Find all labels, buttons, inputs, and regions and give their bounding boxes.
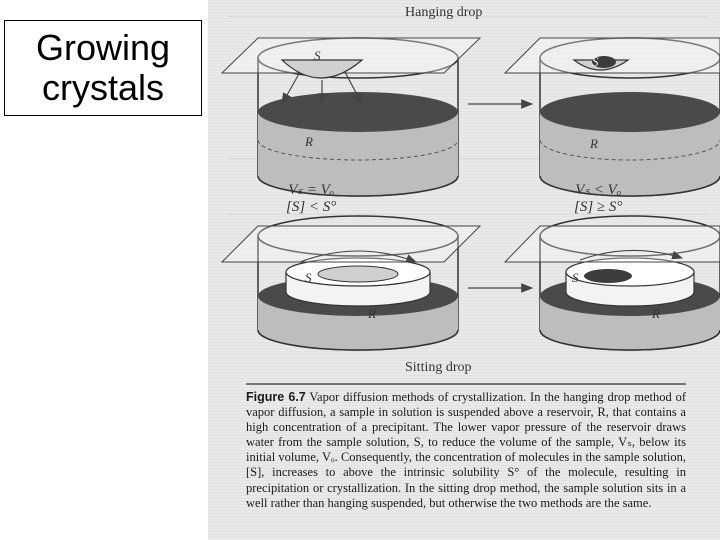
sample-label: S <box>314 48 321 63</box>
sitting-drop-label: Sitting drop <box>405 360 472 375</box>
sitting-drop-initial <box>220 215 482 351</box>
reservoir-label: R <box>652 306 660 321</box>
caption-heading: Figure 6.7 <box>246 390 306 404</box>
sitting-drop-final <box>503 215 720 351</box>
slide-title-line-1: Growing <box>35 27 171 68</box>
concentration-condition: [S] < S° <box>286 199 337 215</box>
initial-condition: Vₛ = Vₒ [S] < S° <box>286 182 336 216</box>
figure-caption: Figure 6.7 Vapor diffusion methods of cr… <box>246 390 686 511</box>
slide-title-line-2: crystals <box>41 67 164 108</box>
caption-text: Vapor diffusion methods of crystallizati… <box>246 390 687 510</box>
concentration-condition: [S] ≥ S° <box>574 199 623 215</box>
bleed-through-line <box>228 150 708 159</box>
final-condition: Vₛ < Vₒ [S] ≥ S° <box>574 182 622 216</box>
bleed-through-line <box>228 206 708 215</box>
sample-label: S <box>572 270 579 285</box>
hanging-drop-initial <box>220 37 482 197</box>
reservoir-label: R <box>590 136 598 151</box>
sample-label: S <box>305 270 312 285</box>
sample-label: S <box>592 54 599 69</box>
hanging-drop-label: Hanging drop <box>405 5 483 20</box>
volume-condition: Vₛ < Vₒ <box>575 182 622 198</box>
slide-title: Growing crystals <box>4 20 202 116</box>
reservoir-label: R <box>368 306 376 321</box>
hanging-drop-final <box>503 37 720 197</box>
reservoir-label: R <box>305 134 313 149</box>
volume-condition: Vₛ = Vₒ <box>288 182 335 198</box>
bleed-through-line <box>228 8 708 17</box>
